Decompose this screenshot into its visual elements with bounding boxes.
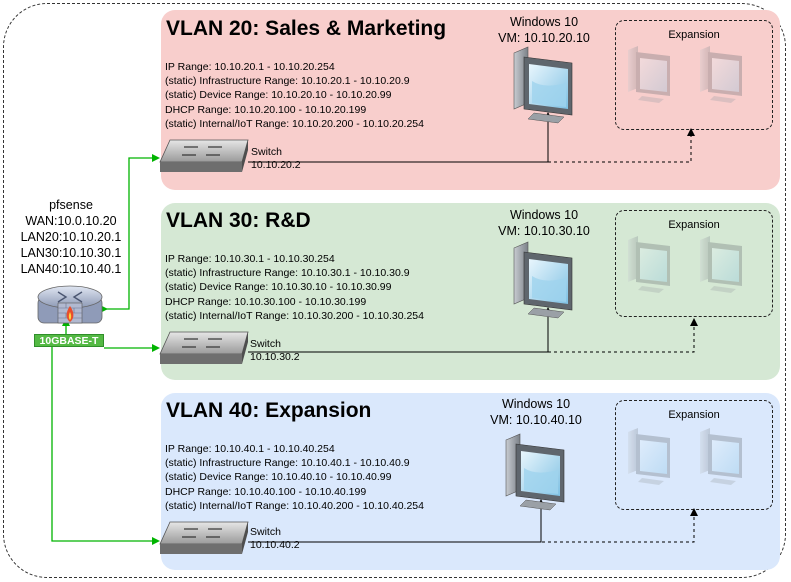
vlan-20-vm-label: Windows 10 VM: 10.10.20.10 bbox=[489, 14, 599, 46]
vlan-30-expansion-group: Expansion bbox=[615, 210, 773, 317]
firewall-router-icon bbox=[37, 285, 103, 324]
wan-address: WAN:10.0.10.20 bbox=[25, 214, 117, 228]
vlan20-links bbox=[248, 112, 695, 163]
vm-ip: VM: 10.10.30.10 bbox=[498, 224, 590, 238]
monitor-icon bbox=[505, 433, 565, 511]
monitor-icon bbox=[513, 241, 573, 319]
uplink-vlan40 bbox=[51, 318, 160, 545]
switch-icon bbox=[159, 331, 249, 364]
iot-range-text: (static) Internal/IoT Range: 10.10.20.20… bbox=[165, 117, 424, 130]
dhcp-range-text: DHCP Range: 10.10.30.100 - 10.10.30.199 bbox=[165, 295, 367, 308]
vlan-40-ranges: IP Range: 10.10.40.1 - 10.10.40.254 (sta… bbox=[165, 442, 424, 513]
uplink-badge: 10GBASE-T bbox=[34, 334, 104, 347]
network-boundary bbox=[3, 3, 786, 578]
switch-icon bbox=[159, 139, 249, 172]
expansion-monitor-icon bbox=[628, 236, 670, 293]
vm-name: Windows 10 bbox=[501, 397, 571, 411]
firewall-name: pfsense bbox=[49, 198, 93, 212]
dhcp-range-text: DHCP Range: 10.10.40.100 - 10.10.40.199 bbox=[165, 485, 367, 498]
vlan-40-vm-label: Windows 10 VM: 10.10.40.10 bbox=[481, 396, 591, 428]
uplink-vlan20 bbox=[100, 154, 160, 313]
expansion-monitor-icon bbox=[700, 236, 742, 293]
switch-name: Switch bbox=[251, 146, 282, 158]
vm-name: Windows 10 bbox=[509, 208, 579, 222]
expansion-monitor-icon bbox=[700, 46, 742, 103]
lan20-address: LAN20:10.10.20.1 bbox=[20, 230, 122, 244]
expansion-monitor-icon bbox=[628, 428, 670, 485]
vlan-40-zone: VLAN 40: Expansion IP Range: 10.10.40.1 … bbox=[161, 393, 780, 570]
lan30-address: LAN30:10.10.30.1 bbox=[20, 246, 122, 260]
monitor-icon bbox=[513, 46, 573, 124]
vlan-30-switch-label: Switch 10.10.30.2 bbox=[250, 338, 300, 364]
expansion-monitor-icon bbox=[700, 428, 742, 485]
expansion-label: Expansion bbox=[668, 29, 720, 41]
expansion-monitor-icon bbox=[628, 46, 670, 103]
vlan-20-title: VLAN 20: Sales & Marketing bbox=[166, 17, 447, 40]
vlan-30-ranges: IP Range: 10.10.30.1 - 10.10.30.254 (sta… bbox=[165, 252, 424, 323]
vm-ip: VM: 10.10.20.10 bbox=[498, 31, 590, 45]
infrastructure-range-text: (static) Infrastructure Range: 10.10.40.… bbox=[165, 457, 410, 470]
expansion-label: Expansion bbox=[668, 219, 720, 231]
infrastructure-range-text: (static) Infrastructure Range: 10.10.30.… bbox=[165, 267, 410, 280]
iot-range-text: (static) Internal/IoT Range: 10.10.40.20… bbox=[165, 499, 424, 512]
pfsense-label: pfsense WAN:10.0.10.20 LAN20:10.10.20.1 … bbox=[9, 197, 133, 277]
vlan40-links bbox=[248, 499, 698, 543]
lan40-address: LAN40:10.10.40.1 bbox=[20, 262, 122, 276]
device-range-text: (static) Device Range: 10.10.20.10 - 10.… bbox=[165, 89, 392, 102]
vlan-40-title: VLAN 40: Expansion bbox=[166, 399, 372, 422]
ip-range-text: IP Range: 10.10.20.1 - 10.10.20.254 bbox=[165, 61, 335, 73]
switch-name: Switch bbox=[250, 338, 281, 350]
switch-icon bbox=[159, 521, 249, 554]
ip-range-text: IP Range: 10.10.30.1 - 10.10.30.254 bbox=[165, 253, 335, 265]
vlan30-links bbox=[248, 307, 698, 353]
dhcp-range-text: DHCP Range: 10.10.20.100 - 10.10.20.199 bbox=[165, 103, 367, 116]
vlan-30-title: VLAN 30: R&D bbox=[166, 209, 311, 232]
switch-ip: 10.10.30.2 bbox=[250, 351, 300, 363]
vlan-30-zone: VLAN 30: R&D IP Range: 10.10.30.1 - 10.1… bbox=[161, 203, 780, 380]
vm-name: Windows 10 bbox=[509, 15, 579, 29]
device-range-text: (static) Device Range: 10.10.30.10 - 10.… bbox=[165, 281, 392, 294]
vlan-30-vm-label: Windows 10 VM: 10.10.30.10 bbox=[489, 207, 599, 239]
vlan-20-ranges: IP Range: 10.10.20.1 - 10.10.20.254 (sta… bbox=[165, 60, 424, 131]
vm-ip: VM: 10.10.40.10 bbox=[490, 413, 582, 427]
ip-range-text: IP Range: 10.10.40.1 - 10.10.40.254 bbox=[165, 443, 335, 455]
switch-name: Switch bbox=[250, 526, 281, 538]
expansion-label: Expansion bbox=[668, 409, 720, 421]
iot-range-text: (static) Internal/IoT Range: 10.10.30.20… bbox=[165, 309, 424, 322]
device-range-text: (static) Device Range: 10.10.40.10 - 10.… bbox=[165, 471, 392, 484]
infrastructure-range-text: (static) Infrastructure Range: 10.10.20.… bbox=[165, 75, 410, 88]
